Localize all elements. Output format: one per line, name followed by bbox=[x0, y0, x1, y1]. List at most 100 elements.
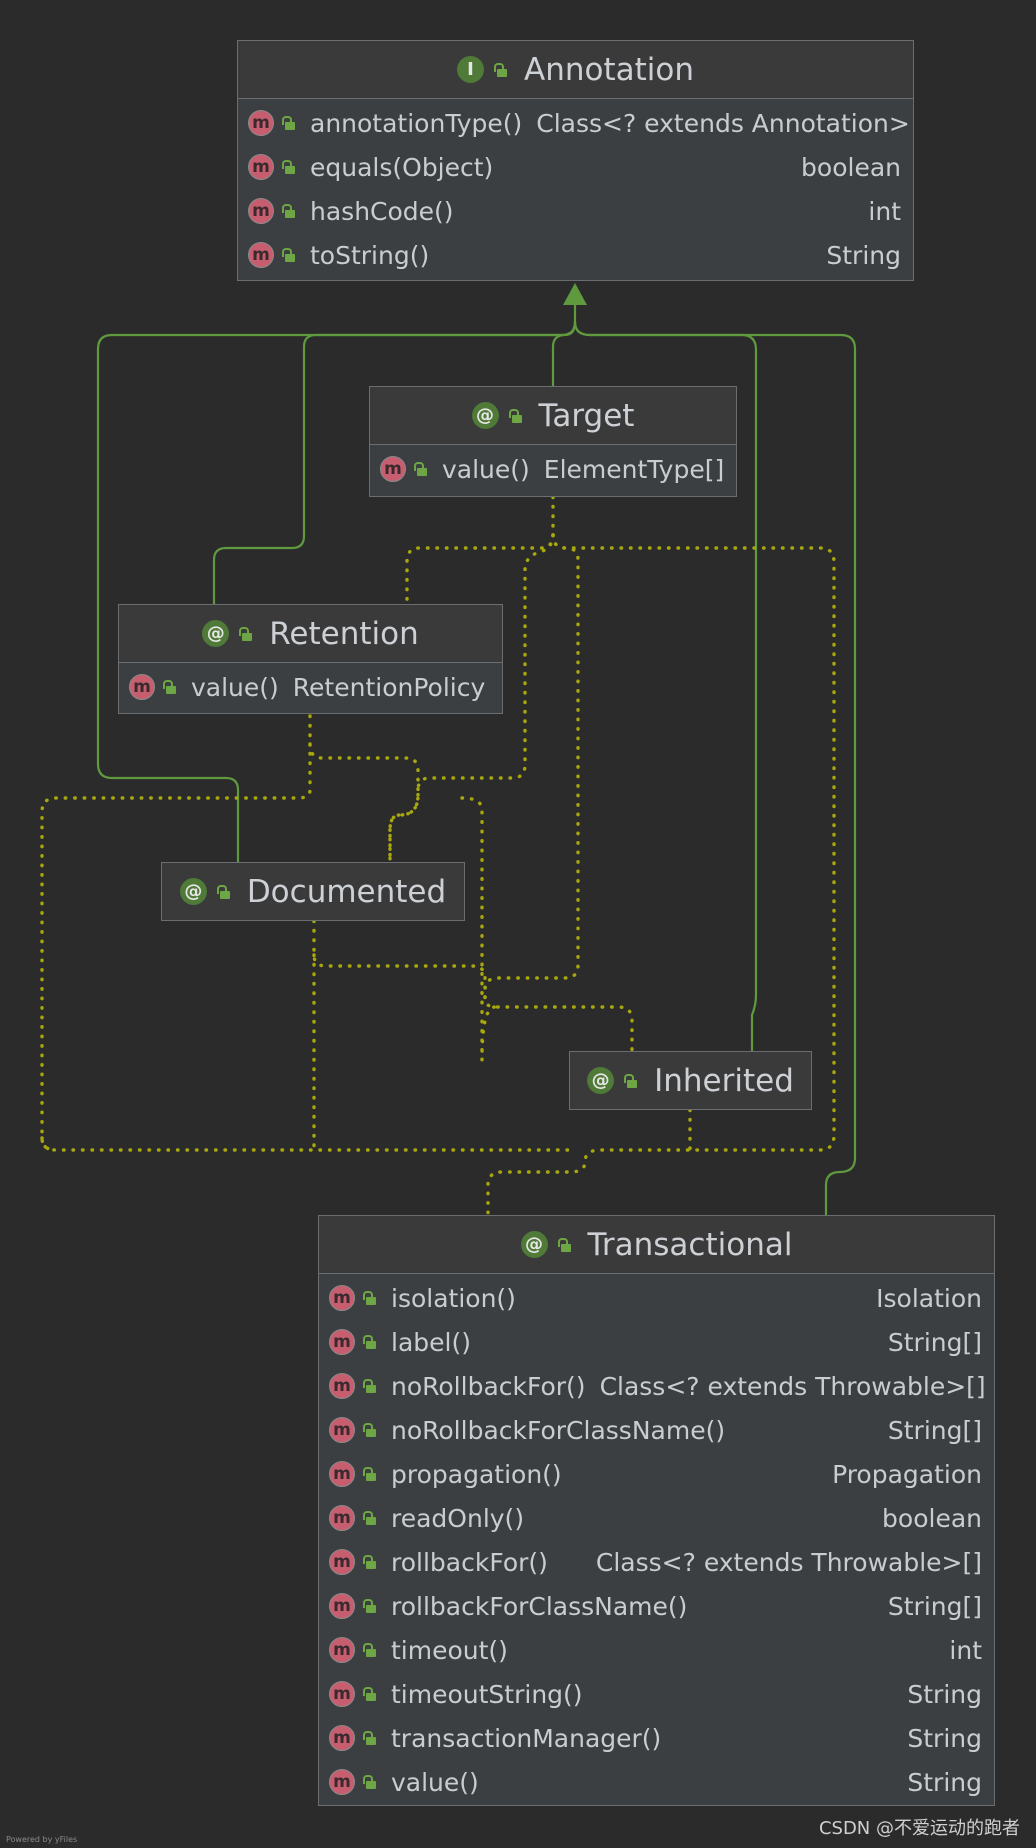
class-node-inherited[interactable]: @ Inherited bbox=[569, 1051, 812, 1110]
class-name-target: Target bbox=[538, 397, 635, 434]
method-row[interactable]: m timeoutString() String bbox=[319, 1672, 994, 1716]
public-lock-icon bbox=[557, 1237, 572, 1252]
method-row[interactable]: m noRollbackFor() Class<? extends Throwabl… bbox=[319, 1364, 994, 1408]
method-name: timeoutString() bbox=[391, 1679, 583, 1709]
edge-retention-annotates-documented bbox=[308, 714, 420, 864]
method-icon: m bbox=[329, 1285, 355, 1311]
public-lock-icon bbox=[363, 1511, 377, 1525]
method-row[interactable]: m value() String bbox=[319, 1760, 994, 1804]
inheritance-edges bbox=[96, 283, 857, 1215]
interface-kind-icon: I bbox=[456, 56, 484, 83]
powered-by-label: Powered by yFiles bbox=[6, 1835, 78, 1844]
method-icon: m bbox=[329, 1637, 355, 1663]
class-node-documented[interactable]: @ Documented bbox=[161, 862, 465, 921]
annotated-by-edges bbox=[40, 495, 836, 1217]
method-return-type: boolean bbox=[801, 152, 901, 182]
method-list-target: m value() ElementType[] bbox=[370, 445, 736, 491]
class-name-retention: Retention bbox=[269, 615, 419, 652]
method-icon: m bbox=[248, 198, 274, 224]
method-icon: m bbox=[329, 1769, 355, 1795]
public-lock-icon bbox=[363, 1555, 377, 1569]
class-header-target: @ Target bbox=[370, 387, 736, 445]
class-name-inherited: Inherited bbox=[654, 1062, 794, 1099]
class-name-annotation: Annotation bbox=[523, 51, 694, 88]
edge-documented-annotates-inherited bbox=[312, 919, 487, 1002]
method-return-type: Class<? extends Throwable>[] bbox=[595, 1547, 982, 1577]
annotation-kind-icon: @ bbox=[587, 1067, 615, 1094]
public-lock-icon bbox=[363, 1687, 377, 1701]
public-lock-icon bbox=[363, 1335, 377, 1349]
annotation-kind-icon: @ bbox=[520, 1231, 548, 1258]
method-return-type: String bbox=[907, 1723, 982, 1753]
method-name: value() bbox=[391, 1767, 479, 1797]
inheritance-arrowhead bbox=[563, 283, 587, 305]
public-lock-icon bbox=[414, 462, 428, 476]
method-icon: m bbox=[329, 1505, 355, 1531]
method-name: noRollbackFor() bbox=[391, 1371, 586, 1401]
method-icon: m bbox=[329, 1461, 355, 1487]
class-header-retention: @ Retention bbox=[119, 605, 502, 663]
edge-target-annotates-retention bbox=[405, 495, 555, 606]
public-lock-icon bbox=[163, 680, 177, 694]
method-return-type: String bbox=[907, 1679, 982, 1709]
annotation-kind-icon: @ bbox=[471, 402, 499, 429]
method-name: label() bbox=[391, 1327, 471, 1357]
public-lock-icon bbox=[363, 1423, 377, 1437]
method-name: noRollbackForClassName() bbox=[391, 1415, 726, 1445]
method-name: timeout() bbox=[391, 1635, 508, 1665]
method-name: rollbackFor() bbox=[391, 1547, 548, 1577]
public-lock-icon bbox=[282, 248, 296, 262]
method-name: value() bbox=[442, 454, 530, 484]
method-return-type: int bbox=[868, 196, 901, 226]
method-return-type: RetentionPolicy bbox=[292, 672, 486, 702]
public-lock-icon bbox=[239, 626, 253, 641]
edge-retention-annotates-inherited bbox=[40, 742, 312, 1152]
edge-transactional-to-annotation bbox=[573, 321, 857, 1215]
public-lock-icon bbox=[363, 1379, 377, 1393]
edge-target-annotates-transactional bbox=[486, 533, 836, 1217]
method-icon: m bbox=[248, 110, 274, 136]
method-return-type: boolean bbox=[882, 1503, 982, 1533]
method-icon: m bbox=[329, 1681, 355, 1707]
method-name: toString() bbox=[310, 240, 430, 270]
public-lock-icon bbox=[363, 1599, 377, 1613]
class-node-target[interactable]: @ Target m value() ElementType[] bbox=[369, 386, 737, 497]
method-icon: m bbox=[380, 456, 406, 482]
method-return-type: String[] bbox=[887, 1327, 982, 1357]
method-name: isolation() bbox=[391, 1283, 516, 1313]
method-return-type: String bbox=[907, 1767, 982, 1797]
method-icon: m bbox=[329, 1373, 355, 1399]
public-lock-icon bbox=[363, 1731, 377, 1745]
edge-target-annotates-inherited bbox=[483, 533, 634, 1053]
public-lock-icon bbox=[282, 160, 296, 174]
method-return-type: Class<? extends Throwable>[] bbox=[599, 1371, 986, 1401]
method-return-type: ElementType[] bbox=[543, 454, 725, 484]
method-return-type: Propagation bbox=[832, 1459, 982, 1489]
class-header-annotation: I Annotation bbox=[238, 41, 913, 99]
method-row[interactable]: m value() ElementType[] bbox=[370, 447, 736, 491]
method-icon: m bbox=[329, 1725, 355, 1751]
method-icon: m bbox=[129, 674, 155, 700]
public-lock-icon bbox=[363, 1467, 377, 1481]
method-name: annotationType() bbox=[310, 108, 523, 138]
method-name: equals(Object) bbox=[310, 152, 494, 182]
